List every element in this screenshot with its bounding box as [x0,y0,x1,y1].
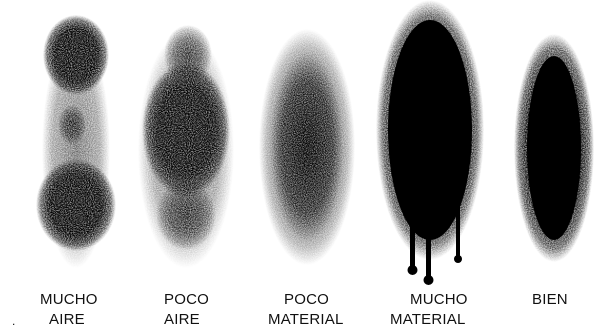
pattern-poco-aire [138,25,234,268]
pattern-bien [514,34,594,262]
label-poco-material: POCO MATERIAL [268,290,344,330]
label-bien: BIEN [532,290,568,310]
label-mucho-material: MUCHO MATERIAL [390,290,468,330]
label-mucho-aire: MUCHO AIRE [40,290,98,330]
stray-mark: . [12,314,15,328]
label-poco-aire: POCO AIRE [162,290,209,330]
pattern-poco-material [259,29,355,265]
pattern-mucho-material [376,0,484,285]
pattern-mucho-aire [36,15,116,268]
